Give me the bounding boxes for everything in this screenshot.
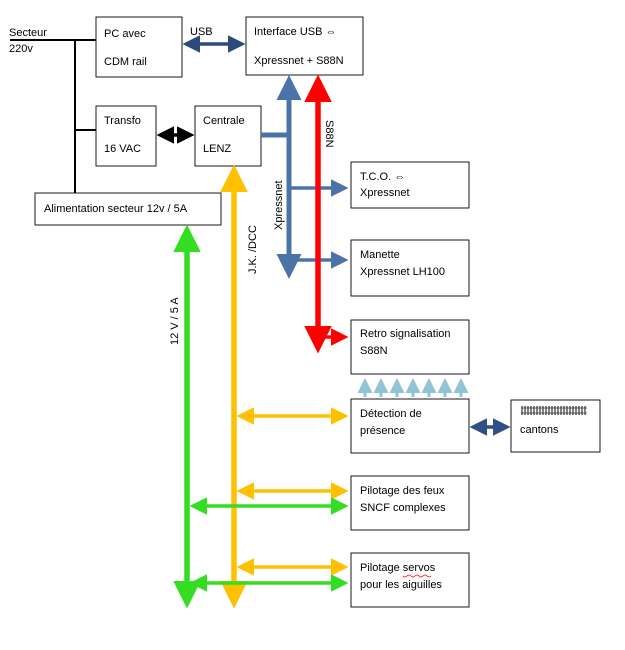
box-tco <box>350 161 470 209</box>
transfo-label-line1: Transfo <box>104 115 141 127</box>
spellcheck-underline <box>402 574 432 578</box>
transfo-label-line2: 16 VAC <box>104 143 141 155</box>
mains-label-line1: Secteur <box>9 27 47 39</box>
tco-label-line2: Xpressnet <box>360 187 410 199</box>
mains-label-line2: 220v <box>9 43 33 55</box>
box-servos <box>350 552 470 608</box>
box-transfo <box>95 105 157 167</box>
box-feux <box>350 475 470 531</box>
power-12v-bus-label: 12 V / 5 A <box>169 297 181 345</box>
pc-label-line2: CDM rail <box>104 56 147 68</box>
tco-label-line1: T.C.O. ⇔ <box>360 171 405 183</box>
box-detection <box>350 398 470 454</box>
box-pc <box>95 16 183 78</box>
power-12v-bus <box>173 224 349 609</box>
usb-bus-label: USB <box>190 26 213 38</box>
xpressnet-bus <box>261 75 349 279</box>
rail-track-icon <box>521 406 587 415</box>
box-usb-interface <box>245 16 364 76</box>
dcc-bus-label: J.K. /DCC <box>247 225 259 274</box>
alimentation-label: Alimentation secteur 12v / 5A <box>44 203 188 215</box>
usb-interface-label-line1: Interface USB ⇔ <box>254 26 337 38</box>
xpressnet-bus-label: Xpressnet <box>273 180 285 230</box>
usb-interface-label-line2: Xpressnet + S88N <box>254 55 344 67</box>
pc-label-line1: PC avec <box>104 28 146 40</box>
feux-label-line1: Pilotage des feux <box>360 485 445 497</box>
manette-label-line1: Manette <box>360 249 400 261</box>
servos-label-line1: Pilotage servos <box>360 562 436 574</box>
centrale-label-line1: Centrale <box>203 115 245 127</box>
s88n-bus <box>304 74 349 354</box>
centrale-label-line2: LENZ <box>203 143 231 155</box>
s88n-bus-label: S88N <box>323 120 335 148</box>
detection-to-retro-arrows <box>357 378 469 397</box>
box-centrale <box>194 105 262 167</box>
feux-label-line2: SNCF complexes <box>360 502 446 514</box>
cantons-label: cantons <box>520 424 559 436</box>
mains-wiring <box>10 39 96 193</box>
retro-label-line1: Retro signalisation <box>360 328 451 340</box>
retro-label-line2: S88N <box>360 345 388 357</box>
box-manette <box>350 239 470 297</box>
detection-label-line1: Détection de <box>360 408 422 420</box>
dcc-bus <box>220 164 349 609</box>
box-alimentation <box>34 192 222 226</box>
manette-label-line2: Xpressnet LH100 <box>360 266 445 278</box>
servos-label-line2: pour les aiguilles <box>360 579 442 591</box>
box-retro <box>350 319 470 375</box>
detection-label-line2: présence <box>360 425 405 437</box>
